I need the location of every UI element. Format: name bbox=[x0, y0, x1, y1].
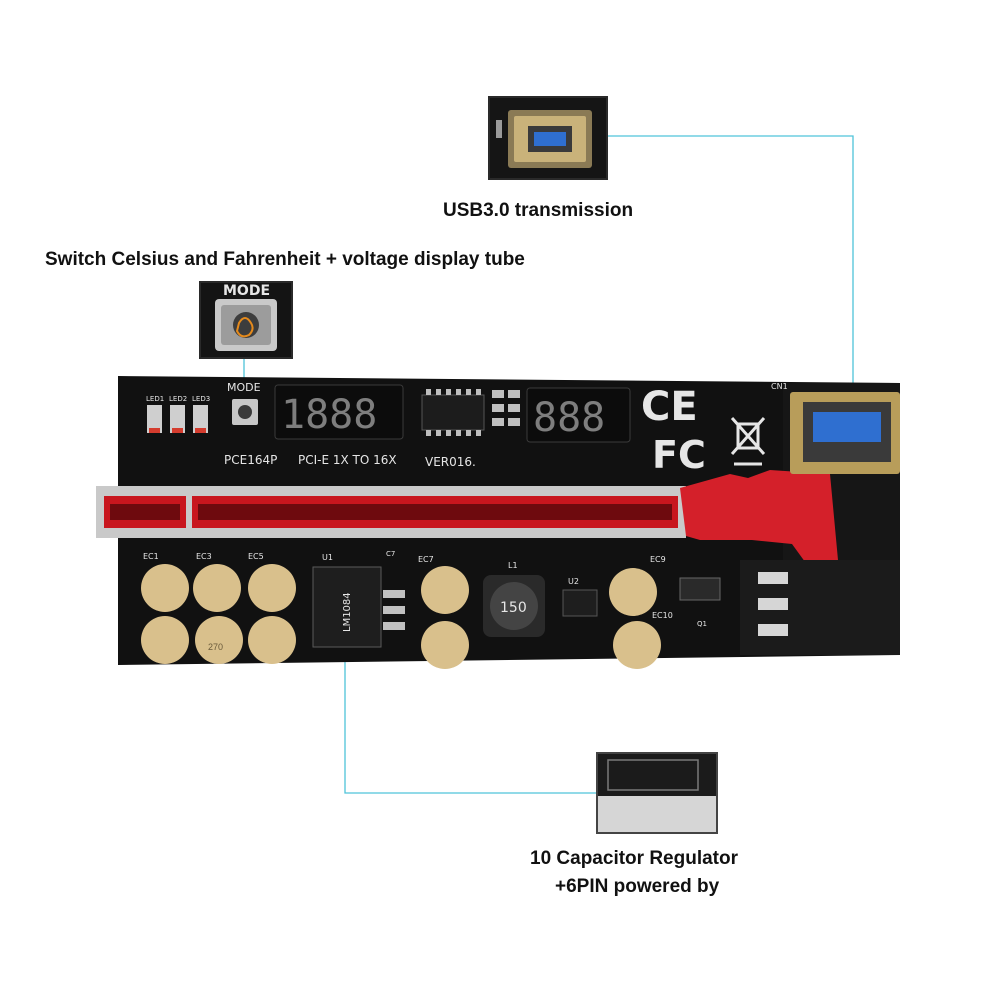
version-text: VER016. bbox=[425, 455, 476, 469]
mode-button-closeup: MODE bbox=[201, 283, 291, 357]
chip-u3 bbox=[421, 394, 485, 431]
svg-text:LED3: LED3 bbox=[192, 395, 210, 403]
svg-text:LED2: LED2 bbox=[169, 395, 187, 403]
display-left-digits: 1888 bbox=[281, 392, 377, 438]
board-mode-label: MODE bbox=[227, 381, 261, 394]
power-caption-line2: +6PIN powered by bbox=[555, 876, 720, 897]
svg-text:U2: U2 bbox=[568, 577, 579, 586]
svg-text:EC5: EC5 bbox=[248, 552, 264, 561]
led-group: LED1 LED2 LED3 bbox=[146, 395, 210, 433]
svg-text:CN1: CN1 bbox=[771, 382, 788, 391]
svg-text:EC1: EC1 bbox=[143, 552, 159, 561]
svg-text:EC9: EC9 bbox=[650, 555, 666, 564]
chip-u2 bbox=[562, 589, 598, 617]
inset-mode-label: MODE bbox=[223, 283, 270, 299]
regulator-chip bbox=[312, 566, 382, 648]
svg-text:C7: C7 bbox=[386, 550, 395, 558]
mode-button-inset: MODE bbox=[199, 281, 293, 359]
svg-text:EC3: EC3 bbox=[196, 552, 212, 561]
power-connector-closeup bbox=[598, 754, 716, 832]
capacitor-bank: EC1 EC3 EC5 EC7 EC9 EC10 270 bbox=[141, 552, 673, 669]
svg-text:Q1: Q1 bbox=[697, 620, 707, 628]
slot-latch bbox=[680, 470, 838, 566]
display-right-digits: 888 bbox=[533, 395, 605, 441]
mode-caption: Switch Celsius and Fahrenheit + voltage … bbox=[45, 249, 525, 270]
svg-text:EC10: EC10 bbox=[652, 611, 673, 620]
svg-text:150: 150 bbox=[500, 600, 527, 616]
power-connector-inset bbox=[596, 752, 718, 834]
ce-mark: CE bbox=[641, 384, 698, 430]
svg-text:EC7: EC7 bbox=[418, 555, 434, 564]
svg-text:U1: U1 bbox=[322, 553, 333, 562]
display-right bbox=[526, 387, 631, 443]
svg-text:LED1: LED1 bbox=[146, 395, 164, 403]
finger-press-icon bbox=[235, 317, 254, 338]
spec-text: PCI-E 1X TO 16X bbox=[298, 453, 397, 467]
usb-port-closeup bbox=[490, 98, 606, 178]
svg-text:270: 270 bbox=[208, 642, 223, 652]
svg-text:LM1084: LM1084 bbox=[342, 592, 353, 632]
display-left bbox=[274, 384, 404, 440]
usb-port-inset bbox=[488, 96, 608, 180]
svg-text:L1: L1 bbox=[508, 561, 518, 570]
power-caption-line1: 10 Capacitor Regulator bbox=[530, 848, 738, 869]
usb-caption: USB3.0 transmission bbox=[443, 200, 634, 221]
power-leader-line bbox=[344, 645, 597, 794]
fc-mark: FC bbox=[652, 433, 706, 477]
model-text: PCE164P bbox=[224, 453, 277, 467]
weee-icon bbox=[730, 417, 766, 466]
